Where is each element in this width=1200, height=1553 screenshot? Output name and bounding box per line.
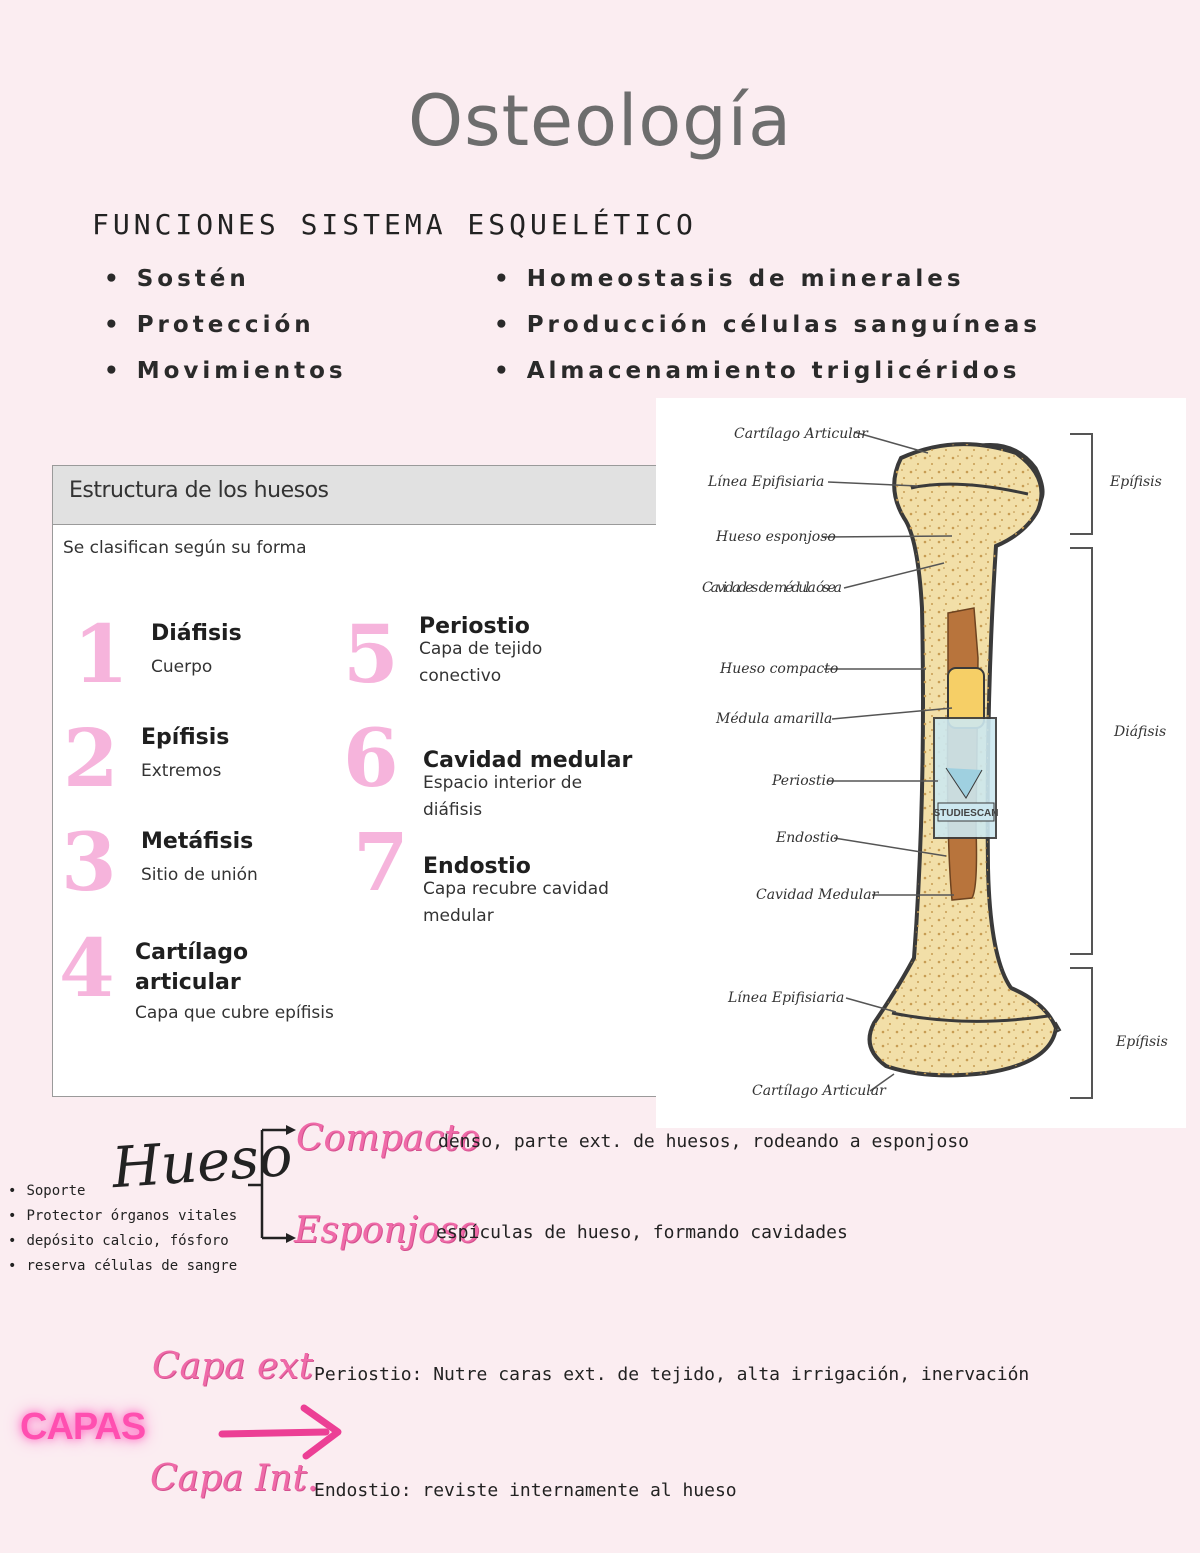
label-region-epiphysis-bottom: Epífisis (1115, 1034, 1168, 1050)
part-item: 6 Cavidad medular Espacio interior de di… (343, 718, 653, 828)
part-name: Endostio (423, 854, 531, 879)
part-desc: Espacio interior de diáfisis (423, 773, 583, 820)
functions-heading: FUNCIONES SISTEMA ESQUELÉTICO (92, 208, 697, 241)
part-desc: Capa que cubre epífisis (135, 1003, 334, 1023)
part-number: 4 (59, 921, 115, 1015)
label-yellow-marrow: Médula amarilla (715, 711, 832, 727)
structure-card-header: Estructura de los huesos (53, 466, 659, 525)
part-name: Cavidad medular (423, 748, 633, 773)
watermark-box (937, 802, 995, 822)
page-title: Osteología (408, 80, 792, 162)
part-desc: Cuerpo (151, 657, 213, 677)
part-number: 1 (73, 607, 129, 701)
structure-title: Estructura de los huesos (69, 478, 329, 503)
region-brackets (1070, 433, 1093, 1099)
label-periosteum: Periostio (771, 773, 834, 789)
part-item: 2 Epífisis Extremos (63, 718, 323, 808)
structure-subtitle: Se clasifican según su forma (63, 538, 307, 558)
function-item: Almacenamiento triglicéridos (494, 358, 1041, 404)
compacto-label: Compacto (296, 1118, 481, 1159)
function-item: Producción células sanguíneas (494, 312, 1041, 358)
bone-note: depósito calcio, fósforo (8, 1233, 237, 1258)
label-epiphyseal-top: Línea Epifisiaria (707, 474, 824, 490)
label-endosteum: Endostio (775, 830, 838, 846)
label-region-epiphysis-top: Epífisis (1109, 474, 1162, 490)
bone-note: reserva células de sangre (8, 1258, 237, 1283)
part-name: Diáfisis (151, 621, 242, 646)
bone-function-notes: Soporte Protector órganos vitales depósi… (8, 1183, 237, 1283)
compacto-desc: denso, parte ext. de huesos, rodeando a … (438, 1131, 970, 1152)
part-item: 4 Cartílago articular Capa que cubre epí… (59, 928, 359, 1038)
esponjoso-desc: espículas de hueso, formando cavidades (436, 1222, 848, 1243)
capa-int-label: Capa Int. (150, 1458, 319, 1499)
bone-diagram: STUDIESCAN Cartílago Articular Línea Epi… (656, 398, 1186, 1128)
part-number: 2 (63, 711, 119, 805)
capas-label: CAPAS (20, 1406, 146, 1448)
epiphyseal-line-top (910, 482, 1029, 496)
part-item: 1 Diáfisis Cuerpo (73, 614, 313, 704)
label-compact-bone: Hueso compacto (719, 661, 838, 677)
label-region-diaphysis: Diáfisis (1113, 724, 1166, 740)
label-cartilage-top: Cartílago Articular (734, 426, 869, 442)
functions-list-left: Sostén Protección Movimientos (104, 266, 347, 404)
part-name: Epífisis (141, 725, 230, 750)
part-name: Cartílago articular (135, 940, 249, 995)
epiphyseal-line-bottom (891, 1011, 1049, 1023)
part-number: 6 (343, 711, 399, 805)
label-marrow-cavities: Cavidades de médula ósea (702, 580, 842, 596)
capa-int-desc: Endostio: reviste internamente al hueso (314, 1480, 737, 1501)
label-medullary-cavity: Cavidad Medular (756, 887, 880, 903)
part-name: Metáfisis (141, 829, 254, 854)
part-item: 5 Periostio Capa de tejido conectivo (343, 614, 643, 704)
bone-note: Soporte (8, 1183, 237, 1208)
part-desc: Sitio de unión (141, 865, 258, 885)
function-item: Protección (104, 312, 347, 358)
capa-ext-label: Capa ext (152, 1346, 314, 1387)
label-spongy-bone: Hueso esponjoso (715, 529, 836, 545)
part-desc: Capa recubre cavidad medular (423, 879, 609, 926)
bone-type-bracket (248, 1125, 296, 1243)
part-desc: Capa de tejido conectivo (419, 639, 543, 686)
leader-lines (821, 431, 954, 1092)
arrow-icon (218, 1404, 342, 1460)
watermark-text: STUDIESCAN (933, 808, 998, 819)
bone-note: Protector órganos vitales (8, 1208, 237, 1233)
function-item: Homeostasis de minerales (494, 266, 1041, 312)
part-number: 3 (61, 815, 117, 909)
part-name: Periostio (419, 614, 530, 639)
function-item: Sostén (104, 266, 347, 312)
part-number: 7 (353, 815, 409, 909)
function-item: Movimientos (104, 358, 347, 404)
label-epiphyseal-bottom: Línea Epifisiaria (727, 990, 844, 1006)
functions-list-right: Homeostasis de minerales Producción célu… (494, 266, 1041, 404)
part-item: 3 Metáfisis Sitio de unión (61, 822, 331, 912)
esponjoso-label: Esponjoso (294, 1210, 480, 1251)
part-item: 7 Endostio Capa recubre cavidad medular (353, 822, 653, 932)
capa-ext-desc: Periostio: Nutre caras ext. de tejido, a… (314, 1364, 1030, 1385)
periosteum-flap (945, 767, 983, 799)
part-number: 5 (343, 607, 399, 701)
bone-diagram-svg: STUDIESCAN Cartílago Articular Línea Epi… (702, 426, 1168, 1099)
label-cartilage-bottom: Cartílago Articular (752, 1083, 887, 1099)
structure-card: Estructura de los huesos Se clasifican s… (52, 465, 659, 1097)
part-desc: Extremos (141, 761, 222, 781)
